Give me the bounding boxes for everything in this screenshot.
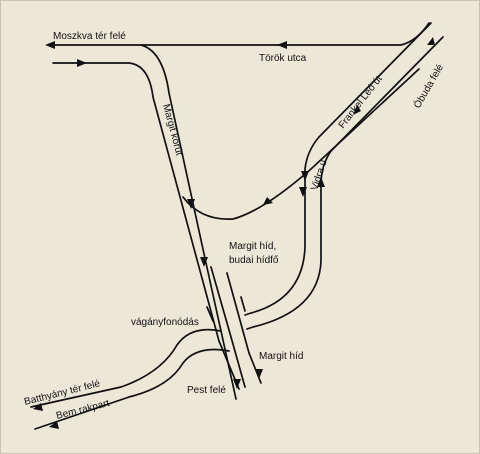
bridge-tick-2	[240, 296, 246, 312]
arrow-margit-hid	[255, 369, 263, 379]
track-frankel-outer	[244, 22, 432, 316]
arrow-pest	[233, 379, 241, 389]
label-vagany-fonodas: vágányfonódás	[131, 317, 199, 328]
track-bem-rakpart	[34, 348, 230, 430]
arrow-frankel-down	[301, 171, 309, 181]
track-frankel-inner	[246, 36, 444, 330]
arrow-frankel-up	[317, 177, 325, 187]
label-margit-hid: Margit híd	[259, 351, 303, 362]
arrow-korut-1	[187, 199, 195, 209]
arrow-curve	[263, 197, 273, 205]
label-torok-utca: Török utca	[259, 53, 307, 64]
label-margit-hid-budai: Margit híd,	[229, 241, 276, 252]
arrow-frankel-ne	[353, 105, 361, 115]
label-margit-korut: Margit körút	[160, 103, 184, 157]
track-margit-hid-east2	[226, 272, 262, 384]
label-budai-hidfo: budai hídfő	[229, 255, 279, 266]
track-moszkva-lower	[52, 62, 240, 390]
arrow-vidra	[299, 187, 307, 197]
arrow-bem	[49, 421, 59, 429]
arrow-torok	[277, 41, 287, 49]
label-vidra-u: Vidra u.	[309, 156, 330, 192]
arrow-obuda	[427, 37, 435, 45]
track-margit-korut-west	[140, 44, 237, 400]
arrow-korut-2	[200, 257, 208, 267]
label-bem-rakpart: Bem rakpart	[55, 398, 111, 422]
label-pest: Pest felé	[187, 385, 226, 396]
arrow-batthyany	[33, 403, 43, 411]
bridge-tick-1	[206, 306, 214, 322]
track-margit-hid-east	[210, 266, 246, 388]
arrow-moszkva-lower	[77, 59, 87, 67]
track-batthyany	[30, 328, 222, 408]
arrow-moszkva-upper	[45, 41, 55, 49]
track-curve-frankel	[182, 68, 420, 220]
label-moszkva-ter: Moszkva tér felé	[53, 31, 126, 42]
label-obuda: Óbuda felé	[410, 61, 446, 110]
